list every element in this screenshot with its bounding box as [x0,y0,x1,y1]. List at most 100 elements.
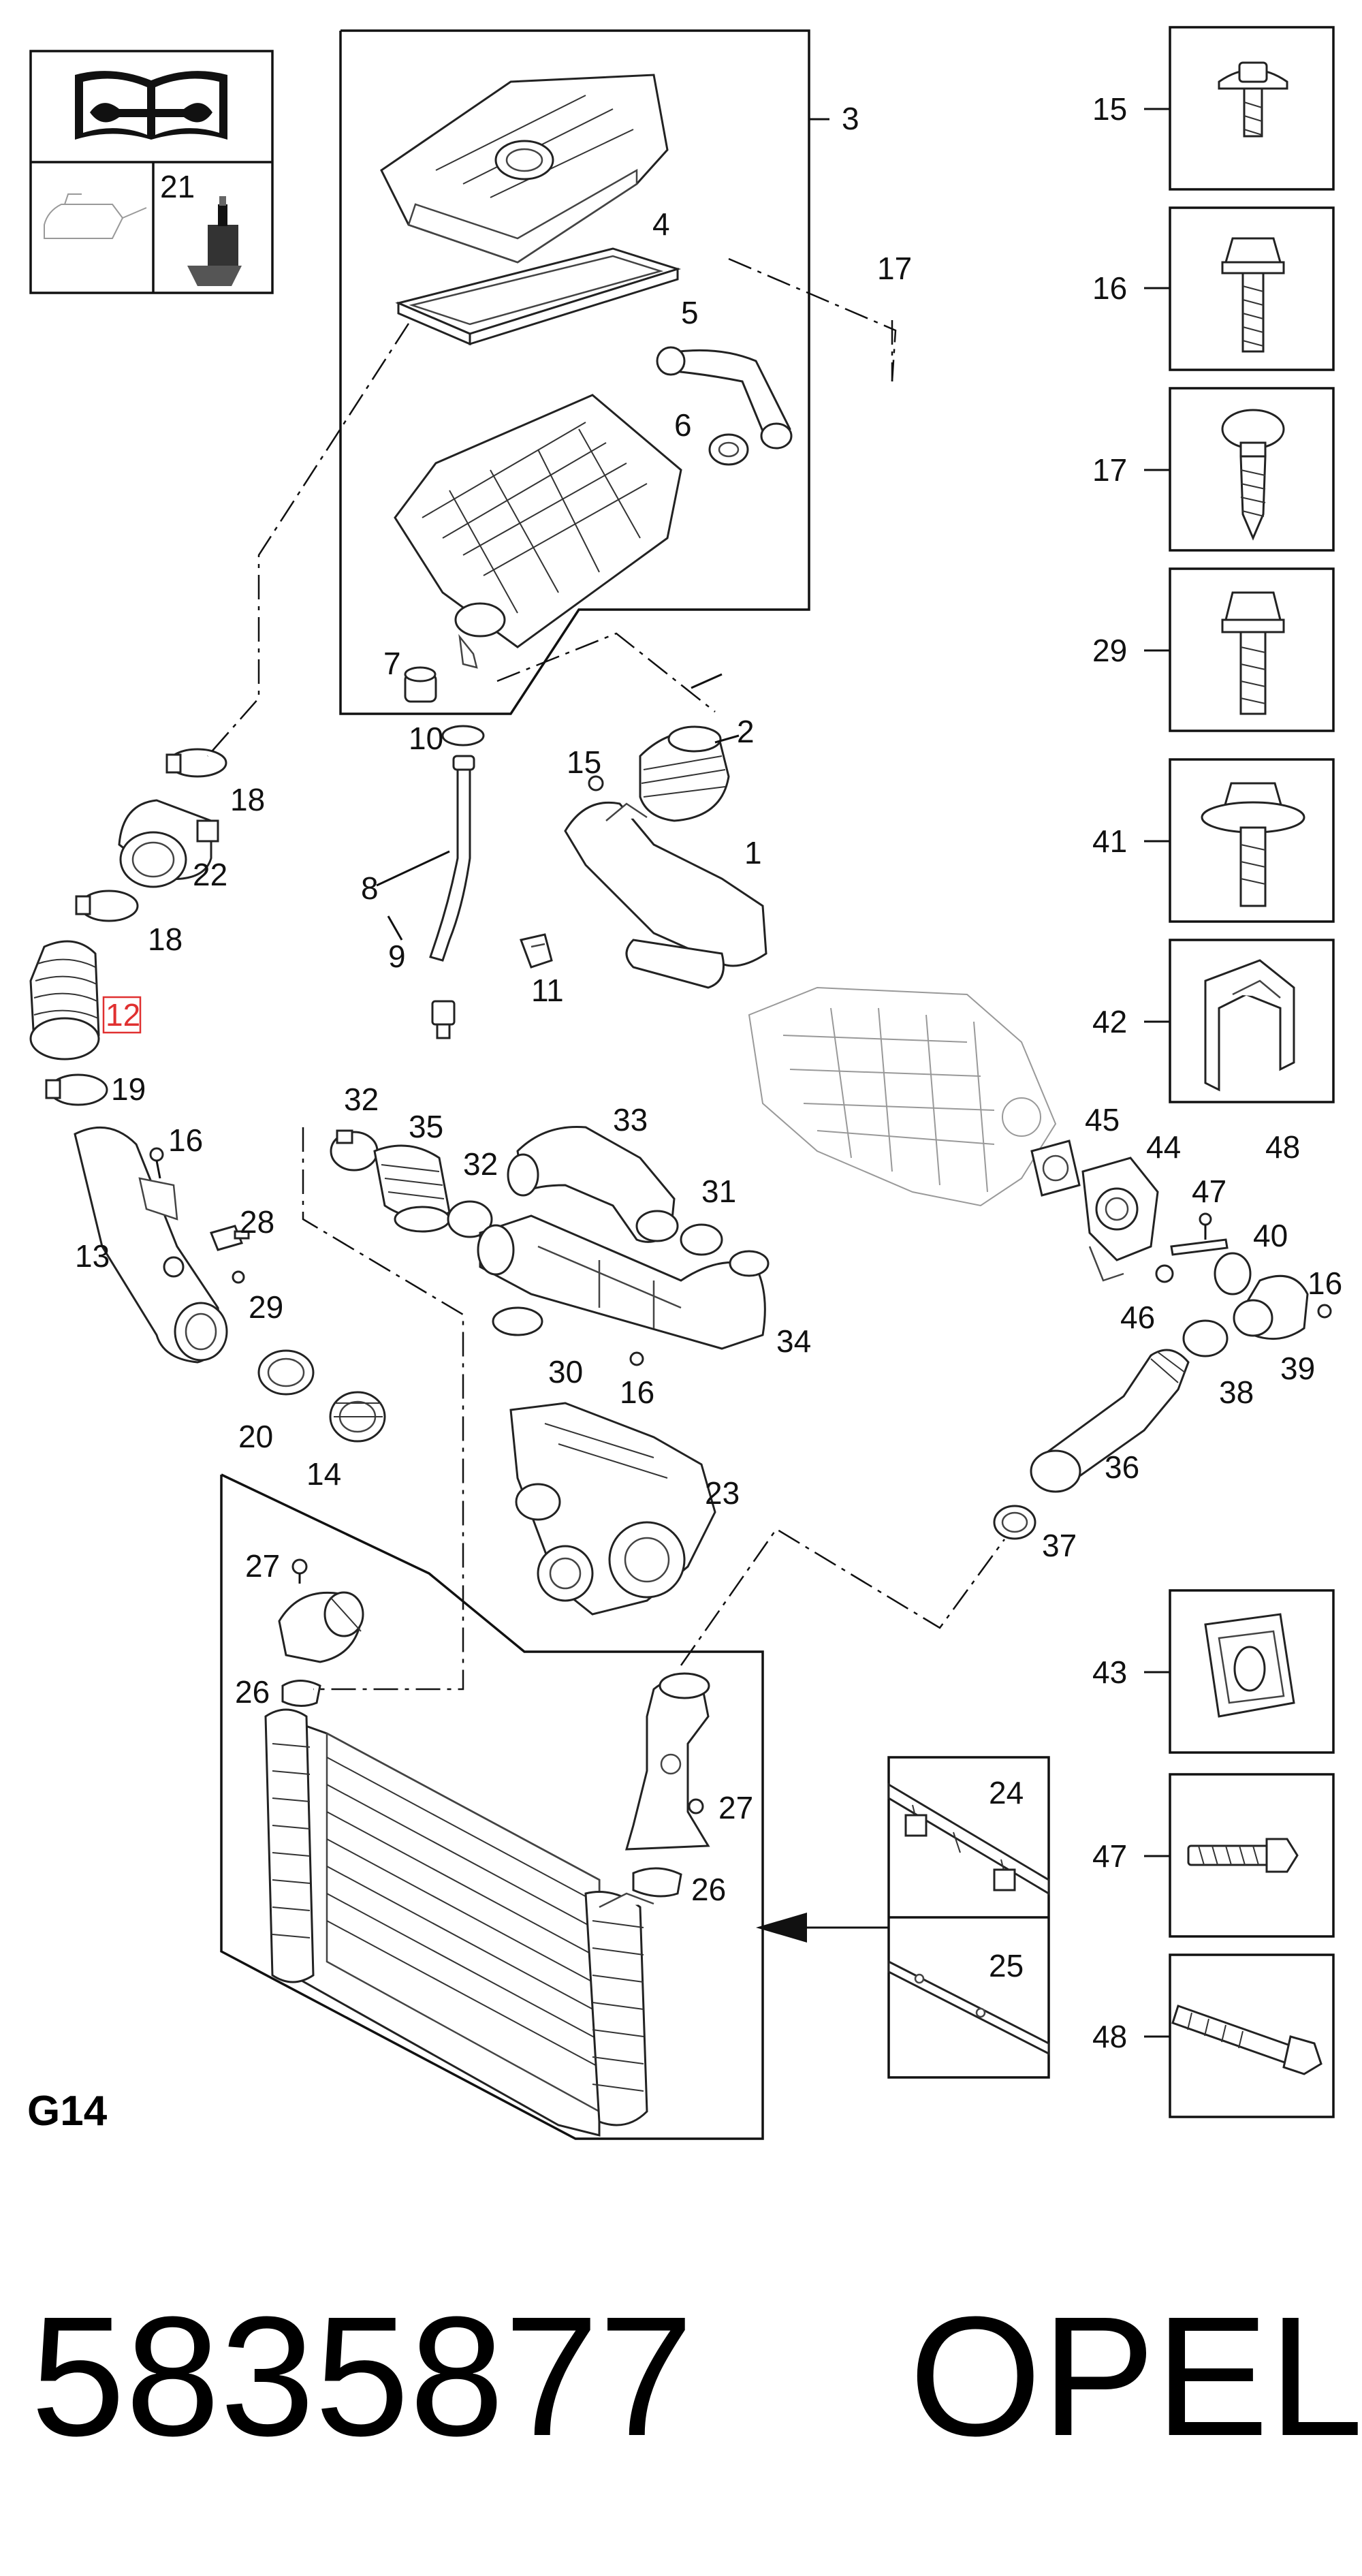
bolt-16-center [629,1351,644,1366]
callout-16-a: 16 [168,1122,203,1158]
fastener-15-icon [1218,61,1288,138]
bracket-11 [519,933,553,969]
callout-39: 39 [1280,1351,1315,1386]
callout-16-c: 16 [1308,1266,1342,1301]
air-duct-1 [564,801,767,989]
side-label-41: 41 [1092,823,1127,859]
callout-33: 33 [613,1102,648,1137]
callout-labels-extra: 45 44 [1085,1102,1181,1165]
callout-37: 37 [1042,1528,1077,1563]
callout-4: 4 [652,206,670,242]
inset-panel: 24 25 [887,1756,1050,2079]
side-label-29: 29 [1092,633,1127,668]
clamp-18-upper [165,748,227,778]
intercooler-hose-36 [1030,1349,1190,1493]
callout-20: 20 [238,1419,273,1454]
callout-10: 10 [409,721,443,756]
callout-labels: 1 2 3 4 5 6 7 8 9 10 11 12 13 14 15 16 1… [75,101,1342,1907]
sensor-tool-icon [187,196,242,286]
fastener-46 [1155,1264,1174,1283]
bolt-16-icon [1221,237,1285,353]
callout-34: 34 [776,1323,811,1359]
callout-21: 21 [160,169,195,204]
charge-air-pipe-34 [477,1214,770,1350]
callout-13: 13 [75,1238,110,1274]
side-label-43: 43 [1092,1654,1127,1690]
sensor-28 [209,1225,250,1251]
clamp-37 [993,1505,1036,1540]
dash-dot-lines [207,257,1006,1691]
side-panel-stack: 15 16 17 29 41 42 43 47 48 [1092,26,1335,2118]
clamp-31 [680,1223,723,1256]
callout-46: 46 [1120,1300,1155,1335]
callout-5: 5 [681,295,699,330]
callout-32-b: 32 [463,1146,498,1182]
callout-48: 48 [1265,1129,1300,1165]
side-label-42: 42 [1092,1004,1127,1039]
clamp-38 [1182,1319,1229,1357]
side-label-47: 47 [1092,1838,1127,1874]
oil-can-icon [44,193,147,239]
inset-arrow [756,1913,889,1943]
grommet-6 [708,433,749,466]
callout-28: 28 [240,1204,274,1240]
air-cleaner-lower-housing [394,394,682,669]
highlight-box-12 [102,996,142,1034]
leader-lines [376,673,740,941]
bolt-47-icon [1187,1838,1299,1873]
callout-23: 23 [705,1475,740,1511]
turbocharger-23 [509,1402,716,1616]
clamp-32-upper [330,1129,379,1172]
callout-30: 30 [548,1354,583,1389]
air-filter-element [395,247,682,346]
callout-6: 6 [674,407,692,443]
clamp-20 [257,1349,315,1396]
callout-36: 36 [1105,1449,1139,1485]
callout-38: 38 [1219,1375,1254,1410]
intercooler-outlet-pipe [624,1672,710,1851]
clip-10 [441,725,485,747]
bolt-48-small [1170,1238,1229,1256]
breather-hose-8 [429,755,475,962]
bracket-42-icon [1204,959,1295,1092]
callout-26-b: 26 [691,1872,726,1907]
callout-9: 9 [388,939,406,974]
elbow-39 [1233,1274,1309,1340]
callout-22: 22 [193,857,227,892]
bolt-27-lower [688,1798,704,1815]
bolt-29-icon [1221,591,1285,715]
side-label-48: 48 [1092,2019,1127,2054]
callout-32-a: 32 [344,1082,379,1117]
clip-43-icon [1204,1613,1295,1718]
fastener-29-small [232,1270,245,1284]
manual-wrench-icon [75,71,227,140]
clamp-18-lower [75,890,139,922]
gasket-26-lower [632,1867,682,1898]
throttle-body-44 [1081,1157,1159,1282]
connector-9 [431,1000,456,1039]
intercooler-inlet-elbow [278,1591,364,1663]
bushing-7 [404,666,437,703]
air-cleaner-frame [339,29,829,715]
callout-17: 17 [877,251,912,286]
bolt-16-right [1317,1304,1332,1319]
callout-18-b: 18 [148,922,183,957]
callout-47: 47 [1192,1174,1226,1209]
callout-7: 7 [383,646,401,681]
hose-33 [507,1125,679,1243]
callout-3: 3 [842,101,859,136]
callout-35: 35 [409,1109,443,1144]
intake-manifold-ghost [748,986,1057,1207]
air-cleaner-cover [380,74,669,264]
callout-2: 2 [737,714,755,749]
brand-name: OPEL [909,2281,1362,2471]
resonator-pipe [656,346,793,450]
callout-25: 25 [989,1948,1024,1983]
intake-pipe-13 [74,1126,228,1364]
bellows-hose-12 [29,940,100,1061]
legend-box: 21 [29,50,274,294]
intercooler-core [264,1708,654,2137]
callout-31: 31 [701,1174,736,1209]
side-label-17: 17 [1092,452,1127,488]
